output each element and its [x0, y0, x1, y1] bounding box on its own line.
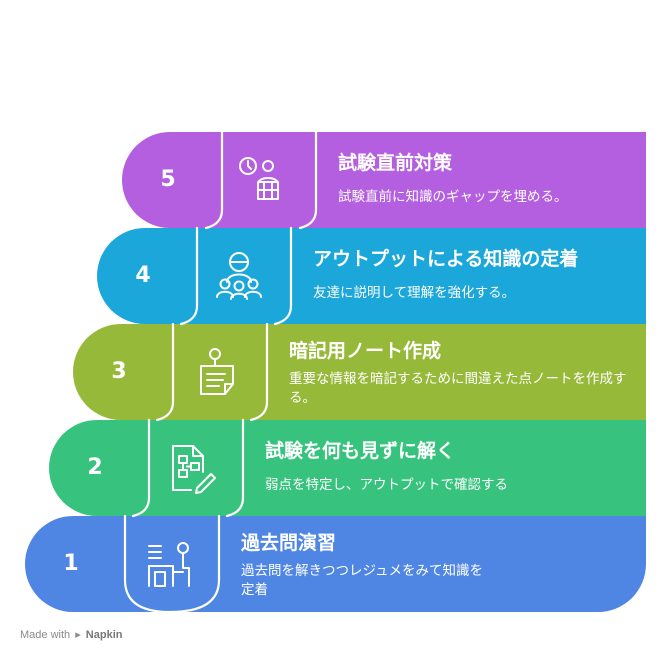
step-2-number: 2 — [87, 455, 103, 480]
step-1-description: 過去問を解きつつレジュメをみて知識を定着 — [241, 563, 484, 598]
step-3-number: 3 — [111, 359, 127, 384]
group-people-icon — [197, 228, 293, 324]
credit-prefix: Made with — [20, 629, 71, 641]
step-4-number: 4 — [135, 263, 151, 288]
step-4-description: 友達に説明して理解を強化する。 — [313, 285, 516, 301]
step-3-title: 暗記用ノート作成 — [289, 340, 442, 362]
step-2-title: 試験を何も見ずに解く — [265, 440, 456, 462]
step-5-description: 試験直前に知識のギャップを埋める。 — [338, 189, 568, 205]
pinned-note-icon — [173, 324, 269, 420]
step-5-number: 5 — [160, 167, 176, 192]
clock-box-person-icon — [222, 132, 318, 228]
step-3-description: 重要な情報を暗記するために間違えた点ノートを作成する。 — [289, 371, 627, 406]
step-4-band: 4 アウトプットによる知識の定着 友達に説明して理解を強化する。 — [97, 228, 646, 324]
step-1-band: 1 過去問演習 過去問を解きつつレジュメをみて知識を定着 — [25, 516, 646, 612]
step-5-band: 5 試験直前対策 試験直前に知識のギャップを埋める。 — [122, 132, 646, 228]
flowchart-pencil-icon — [149, 420, 245, 516]
step-1-title: 過去問演習 — [241, 532, 337, 554]
person-desk-icon — [125, 516, 221, 612]
step-2-description: 弱点を特定し、アウトプットで確認する — [265, 477, 508, 493]
step-1-number: 1 — [63, 551, 79, 576]
step-2-band: 2 試験を何も見ずに解く 弱点を特定し、アウトプットで確認する — [49, 420, 646, 516]
step-3-band: 3 暗記用ノート作成 重要な情報を暗記するために間違えた点ノートを作成する。 — [73, 324, 646, 420]
napkin-credit[interactable]: Made with ▸ Napkin — [20, 628, 122, 641]
credit-brand: Napkin — [85, 629, 123, 641]
step-5-title: 試験直前対策 — [338, 152, 453, 174]
napkin-logo-icon: ▸ — [75, 629, 81, 641]
step-4-title: アウトプットによる知識の定着 — [313, 248, 579, 270]
